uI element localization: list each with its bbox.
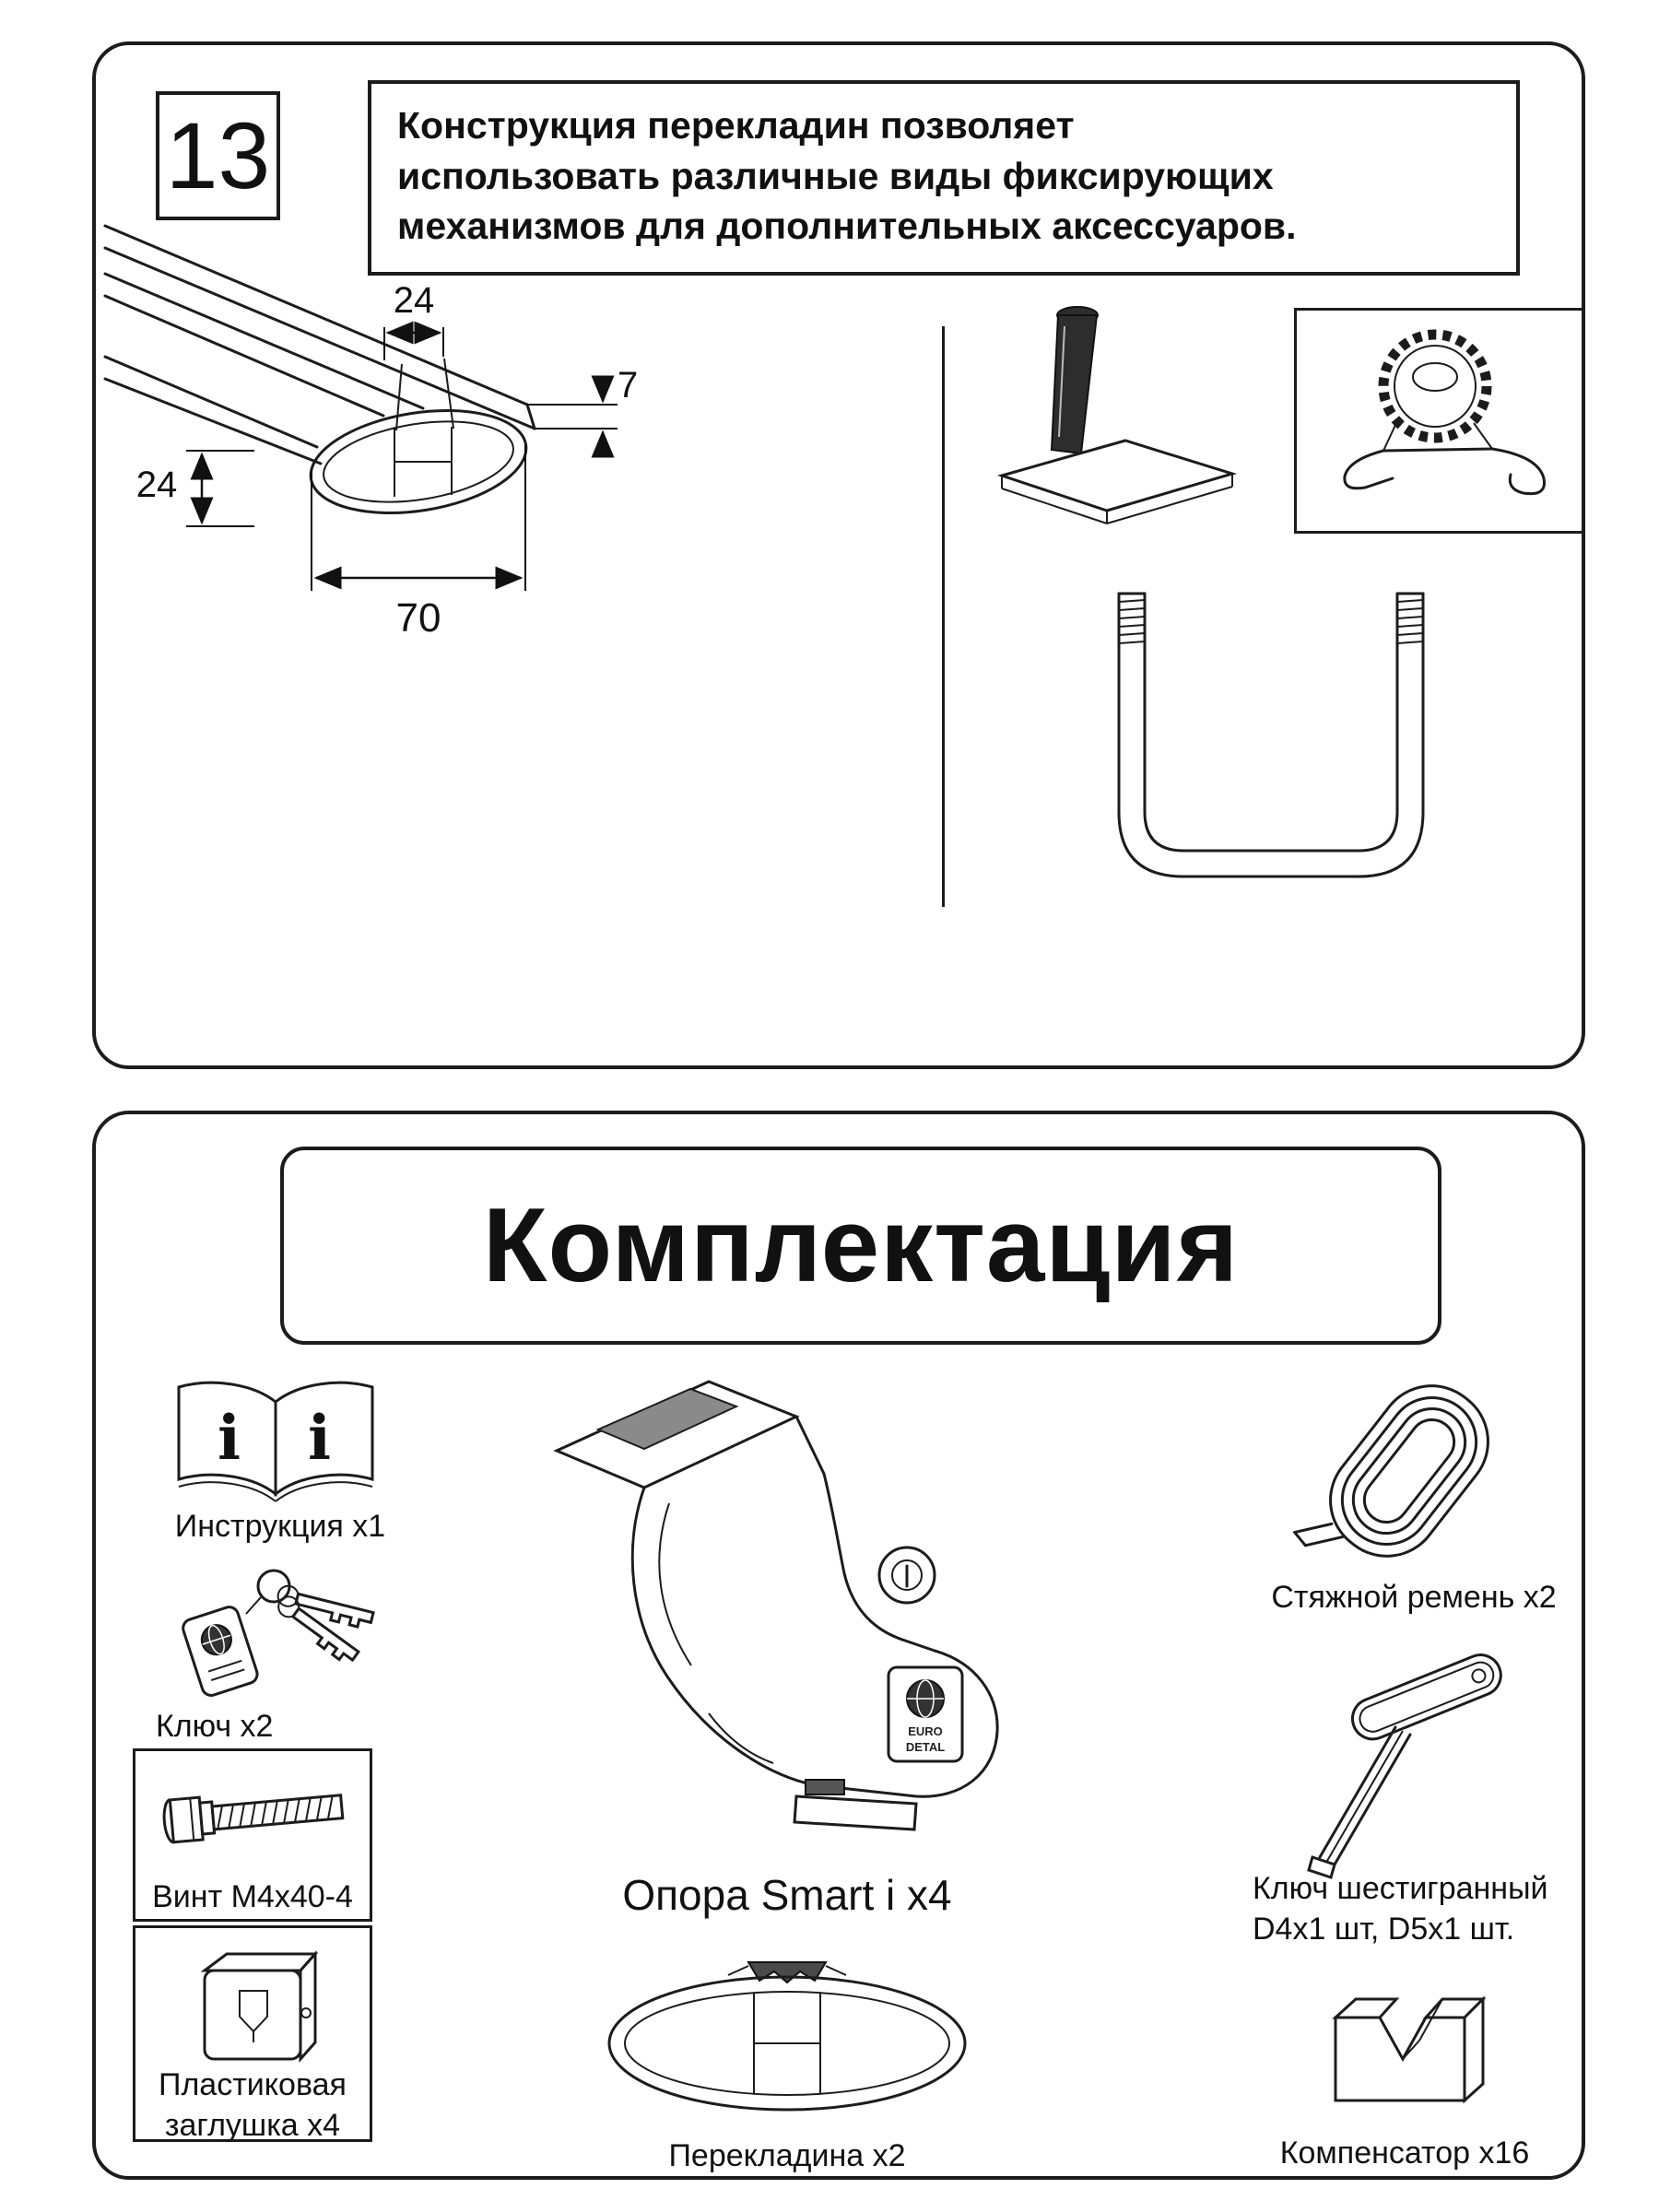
- step-description-line: использовать различные виды фиксирующих: [397, 154, 1274, 197]
- kit-panel: Комплектация i i Инструкция x1: [92, 1111, 1585, 2180]
- strap-label: Стяжной ремень x2: [1271, 1580, 1557, 1615]
- manual-label: Инструкция x1: [174, 1509, 386, 1544]
- screw-box: Винт M4x40-4: [133, 1748, 372, 1922]
- step-description-line: Конструкция перекладин позволяет: [397, 104, 1075, 147]
- screw-label: Винт M4x40-4: [152, 1879, 353, 1914]
- dim-slot-width: 24: [394, 280, 435, 321]
- dim-bar-width: 70: [396, 595, 441, 641]
- foot-badge-text: EURO: [908, 1724, 943, 1738]
- knob-clamp-icon: [1343, 329, 1547, 496]
- plug-label: Пластиковая заглушка x4: [159, 2067, 347, 2144]
- foot-label: Опора Smart i x4: [622, 1871, 952, 1919]
- hex-key-icon: [1307, 1653, 1502, 1879]
- crossbar-profile-drawing: 24 7 24 70: [103, 224, 638, 641]
- step-description-line: механизмов для дополнительных аксессуаро…: [397, 205, 1297, 248]
- support-foot-icon: EURO DETAL: [553, 1380, 999, 1831]
- step-description-box: Конструкция перекладин позволяет использ…: [368, 80, 1520, 276]
- manual-page-letter: i: [308, 1402, 331, 1474]
- knob-clamp-box: [1294, 308, 1584, 534]
- kit-title: Комплектация: [482, 1187, 1240, 1304]
- keys-label: Ключ x2: [156, 1709, 274, 1744]
- crossbar-icon: [607, 1961, 967, 2112]
- foot-badge-text: DETAL: [906, 1740, 945, 1754]
- kit-title-box: Комплектация: [280, 1147, 1441, 1345]
- manual-page-letter: i: [218, 1402, 241, 1474]
- compensator-icon: [1332, 1995, 1487, 2104]
- compensator-label: Компенсатор x16: [1279, 2136, 1530, 2171]
- section-divider: [942, 326, 945, 907]
- step-number-box: 13: [156, 91, 280, 220]
- step-number: 13: [165, 102, 271, 208]
- crossbar-label: Перекладина x2: [668, 2138, 906, 2173]
- step-panel: 13 Конструкция перекладин позволяет испо…: [92, 41, 1585, 1069]
- dim-flange-thickness: 7: [618, 365, 638, 406]
- manual-book-icon: i i: [177, 1381, 374, 1502]
- strap-icon: [1293, 1384, 1489, 1558]
- dim-side-height: 24: [136, 465, 178, 505]
- t-bolt-icon: [996, 306, 1238, 524]
- plastic-plug-icon: [200, 1950, 319, 2063]
- plug-box: Пластиковая заглушка x4: [133, 1925, 372, 2143]
- keys-icon: [182, 1569, 375, 1697]
- screw-icon: [162, 1794, 345, 1844]
- u-bolt-icon: [1117, 592, 1425, 878]
- hexkey-label: Ключ шестигранный D4x1 шт, D5x1 шт.: [1253, 1871, 1548, 1947]
